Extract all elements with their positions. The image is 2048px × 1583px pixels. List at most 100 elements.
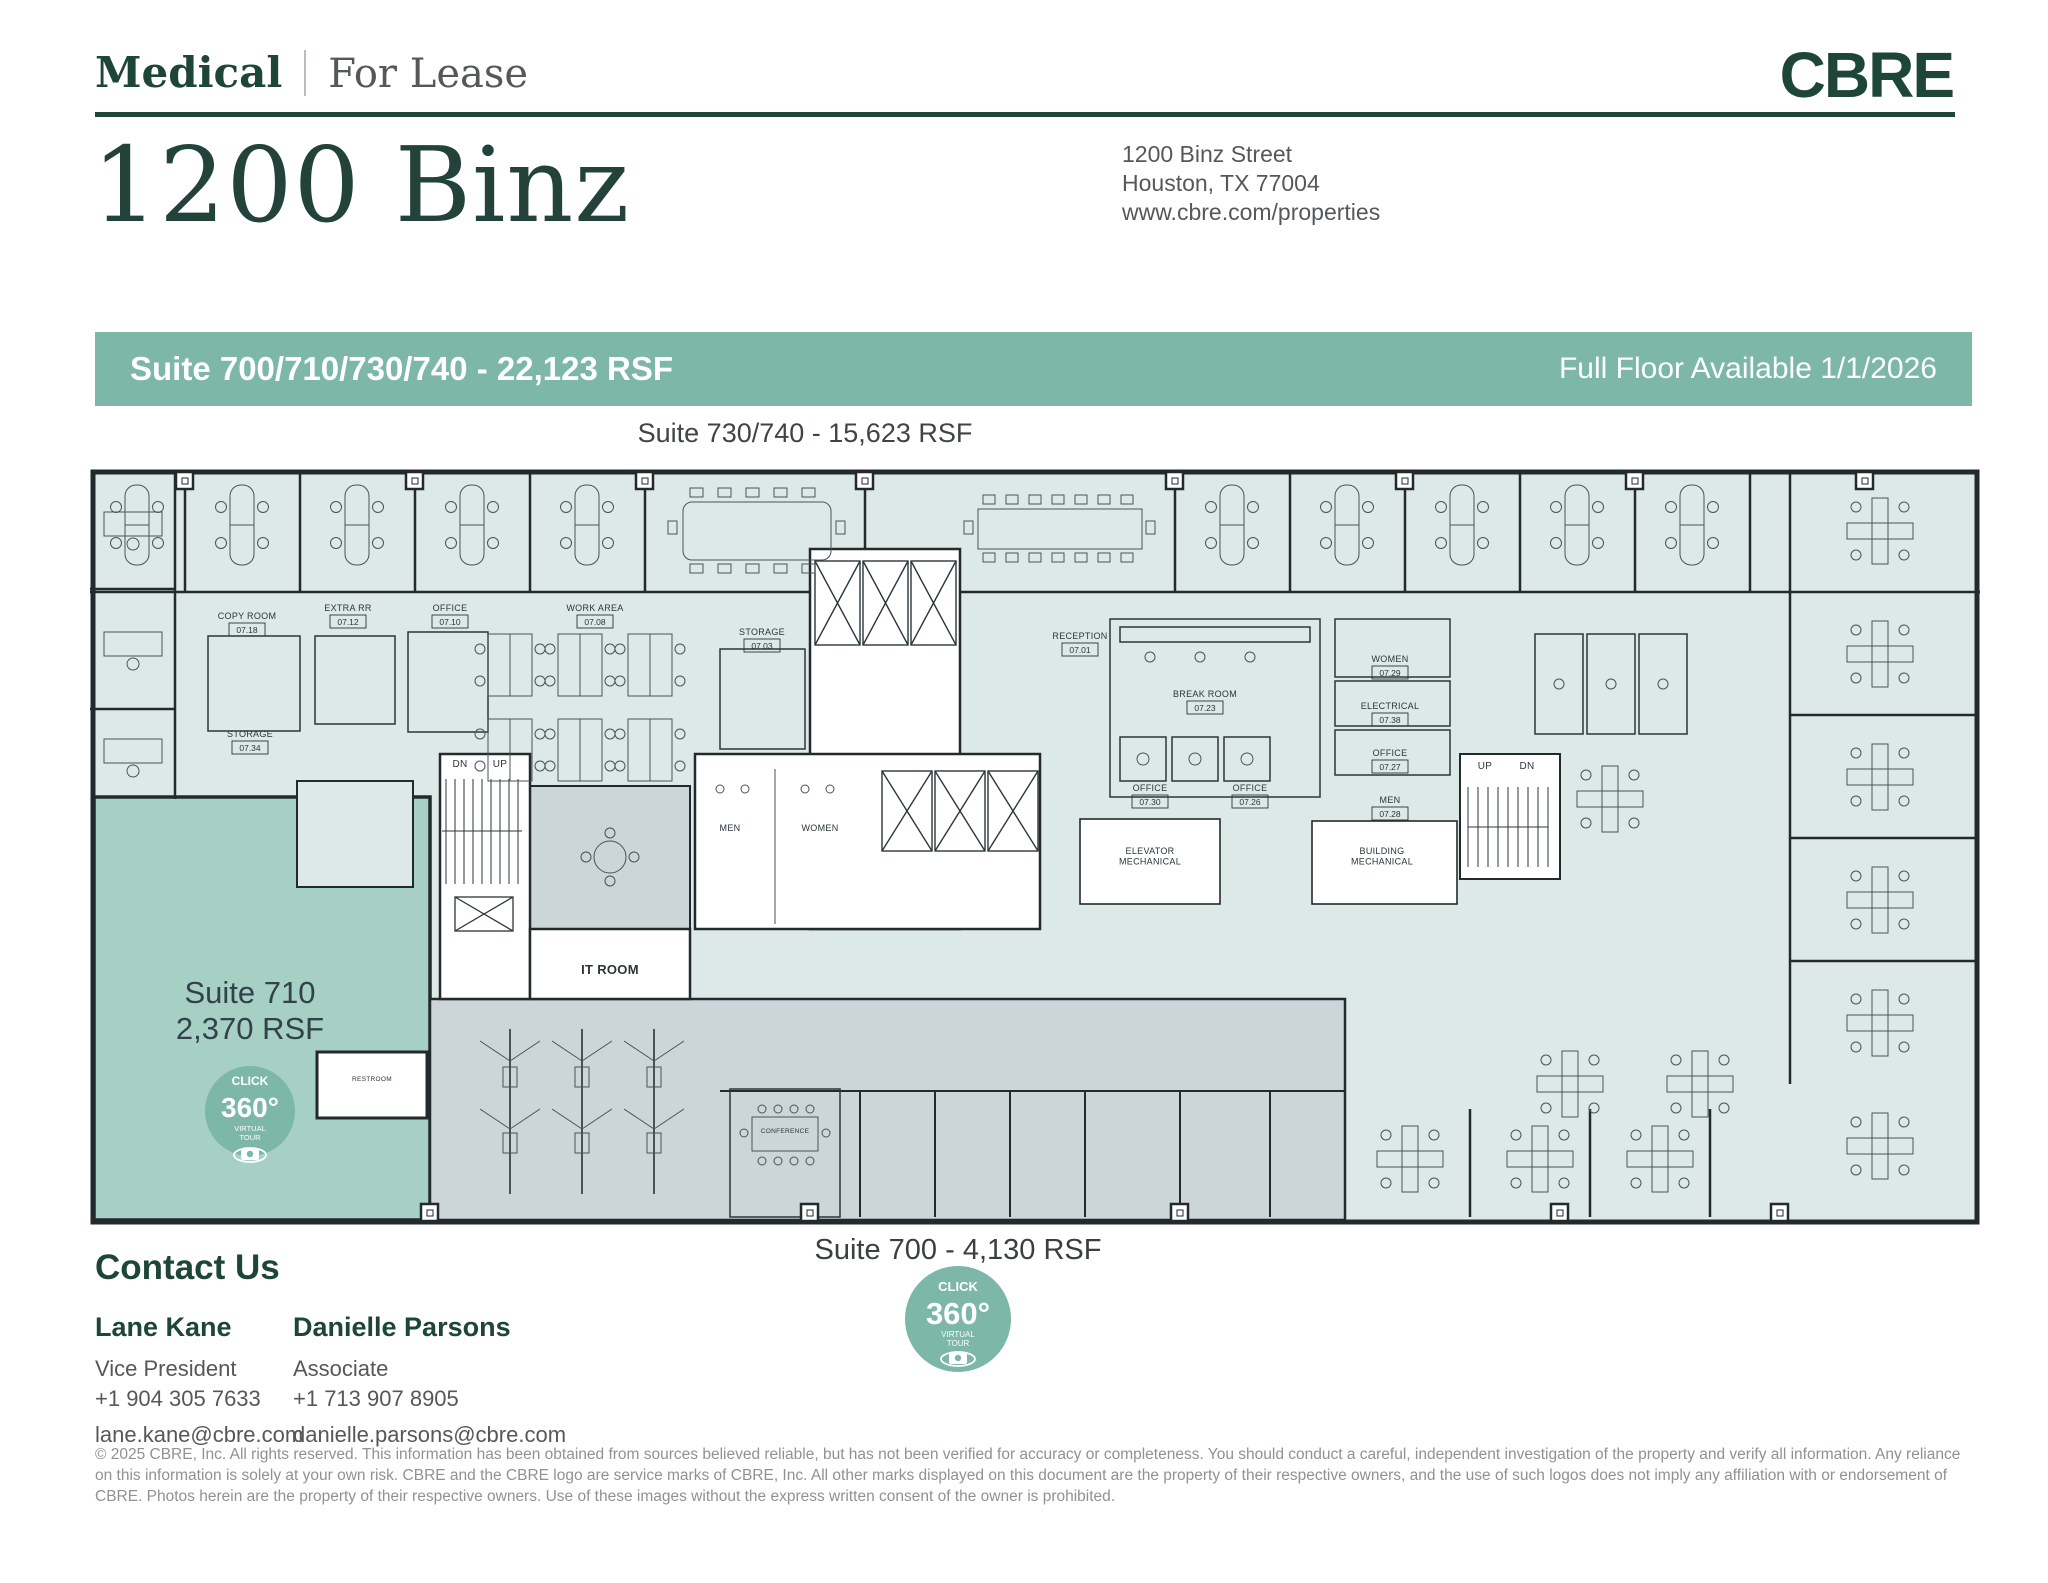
svg-text:BREAK ROOM: BREAK ROOM — [1173, 689, 1237, 699]
svg-text:07.26: 07.26 — [1239, 797, 1261, 807]
svg-text:07.10: 07.10 — [439, 617, 461, 627]
room-label: UP — [1478, 761, 1493, 772]
svg-text:ELECTRICAL: ELECTRICAL — [1361, 701, 1420, 711]
virtual-tour-badge-710[interactable]: CLICK 360° VIRTUAL TOUR — [205, 1066, 295, 1163]
svg-text:07.28: 07.28 — [1379, 809, 1401, 819]
legal-disclaimer: © 2025 CBRE, Inc. All rights reserved. T… — [95, 1446, 1961, 1505]
room-label: WOMEN 07.29 — [1372, 654, 1409, 680]
room-label: STORAGE 07.34 — [227, 729, 273, 755]
banner-suites: Suite 700/710/730/740 - 22,123 RSF — [130, 350, 674, 387]
svg-text:IT ROOM: IT ROOM — [581, 962, 639, 977]
badge-360: 360° — [926, 1296, 990, 1331]
svg-text:07.30: 07.30 — [1139, 797, 1161, 807]
svg-text:07.34: 07.34 — [239, 743, 261, 753]
suite-730-740-label: Suite 730/740 - 15,623 RSF — [637, 418, 973, 448]
svg-text:07.29: 07.29 — [1379, 668, 1401, 678]
suite-710-rsf: 2,370 RSF — [176, 1011, 324, 1046]
header-rule — [95, 112, 1955, 117]
suite-700-label: Suite 700 - 4,130 RSF — [814, 1234, 1102, 1266]
room-label: RECEPTION 07.01 — [1052, 631, 1107, 657]
header: Medical For Lease — [95, 48, 528, 97]
room-label: BREAK ROOM 07.23 — [1173, 689, 1237, 715]
contact-name: Lane Kane — [95, 1312, 232, 1342]
suite-710-name: Suite 710 — [185, 975, 316, 1010]
floor-plan: Suite 710 2,370 RSF CLICK 360° VIRTUAL T… — [90, 468, 1980, 1226]
svg-text:UP: UP — [493, 759, 508, 770]
room-label: WOMEN — [802, 823, 839, 833]
svg-text:BUILDING: BUILDING — [1360, 846, 1405, 856]
room-label: OFFICE 07.27 — [1371, 748, 1409, 774]
svg-text:07.08: 07.08 — [584, 617, 606, 627]
desk-clusters — [103, 484, 1914, 1194]
svg-text:EXTRA RR: EXTRA RR — [324, 603, 372, 613]
svg-text:RESTROOM: RESTROOM — [352, 1076, 392, 1083]
core-areas — [438, 547, 1561, 1001]
svg-text:07.23: 07.23 — [1194, 703, 1216, 713]
contact-name: Danielle Parsons — [293, 1312, 511, 1342]
suite-700-zone — [428, 997, 1347, 1222]
header-divider — [304, 49, 307, 96]
svg-text:07.27: 07.27 — [1379, 762, 1401, 772]
svg-text:MEN: MEN — [1380, 795, 1401, 805]
category-label: Medical — [95, 48, 283, 97]
elevator-bank-top — [814, 560, 957, 646]
svg-text:07.18: 07.18 — [236, 625, 258, 635]
contact-phone[interactable]: +1 904 305 7633 — [95, 1386, 261, 1411]
svg-text:STORAGE: STORAGE — [227, 729, 273, 739]
room-label: IT ROOM — [581, 962, 639, 977]
address-city: Houston, TX 77004 — [1122, 170, 1320, 196]
contact-title: Associate — [293, 1356, 389, 1381]
svg-text:UP: UP — [1478, 761, 1493, 772]
badge-virtual: VIRTUAL — [234, 1124, 266, 1133]
room-label: DN — [1519, 761, 1534, 772]
furniture — [580, 487, 1669, 1166]
service-elevator — [454, 896, 514, 932]
virtual-tour-badge-700[interactable]: CLICK 360° VIRTUAL TOUR — [903, 1264, 1013, 1374]
contact-heading: Contact Us — [95, 1248, 280, 1287]
camera-icon — [940, 1351, 976, 1367]
room-label: MEN 07.28 — [1371, 795, 1409, 821]
contact-email[interactable]: danielle.parsons@cbre.com — [293, 1422, 567, 1447]
contact-email[interactable]: lane.kane@cbre.com — [95, 1422, 304, 1447]
svg-text:07.12: 07.12 — [337, 617, 359, 627]
partition-walls — [90, 472, 1980, 1217]
contact-phone[interactable]: +1 713 907 8905 — [293, 1386, 459, 1411]
room-label: RESTROOM — [352, 1076, 392, 1083]
room-label: UP — [493, 759, 508, 770]
stairs-left — [442, 779, 522, 884]
svg-text:CONFERENCE: CONFERENCE — [761, 1128, 810, 1135]
svg-text:COPY ROOM: COPY ROOM — [218, 611, 277, 621]
website-link[interactable]: www.cbre.com/properties — [1122, 199, 1381, 225]
suite-banner: Suite 700/710/730/740 - 22,123 RSF Full … — [95, 332, 1972, 406]
svg-text:MEN: MEN — [720, 823, 741, 833]
elevator-bank-bottom — [881, 770, 1039, 852]
svg-text:07.01: 07.01 — [1069, 645, 1091, 655]
svg-text:OFFICE: OFFICE — [1233, 783, 1268, 793]
svg-text:MECHANICAL: MECHANICAL — [1119, 857, 1181, 867]
badge-virtual: VIRTUAL — [941, 1330, 975, 1339]
badge-tour: TOUR — [947, 1339, 970, 1348]
svg-text:07.03: 07.03 — [751, 641, 773, 651]
svg-text:ELEVATOR: ELEVATOR — [1126, 846, 1175, 856]
svg-text:RECEPTION: RECEPTION — [1052, 631, 1107, 641]
address-block: 1200 Binz Street Houston, TX 77004 www.c… — [1122, 140, 1380, 227]
floor-plan-svg: Suite 710 2,370 RSF CLICK 360° VIRTUAL T… — [90, 469, 1980, 1225]
stairs-right — [1467, 787, 1549, 867]
suite-710-restroom — [315, 1050, 429, 1120]
page-title: 1200 Binz — [92, 124, 631, 246]
address-street: 1200 Binz Street — [1122, 141, 1293, 167]
suite-700-pocket — [529, 785, 691, 930]
svg-text:OFFICE: OFFICE — [1373, 748, 1408, 758]
room-label: CONFERENCE — [761, 1128, 810, 1135]
svg-text:WORK AREA: WORK AREA — [566, 603, 623, 613]
svg-text:WOMEN: WOMEN — [1372, 654, 1409, 664]
room-outlines — [207, 618, 1688, 1218]
